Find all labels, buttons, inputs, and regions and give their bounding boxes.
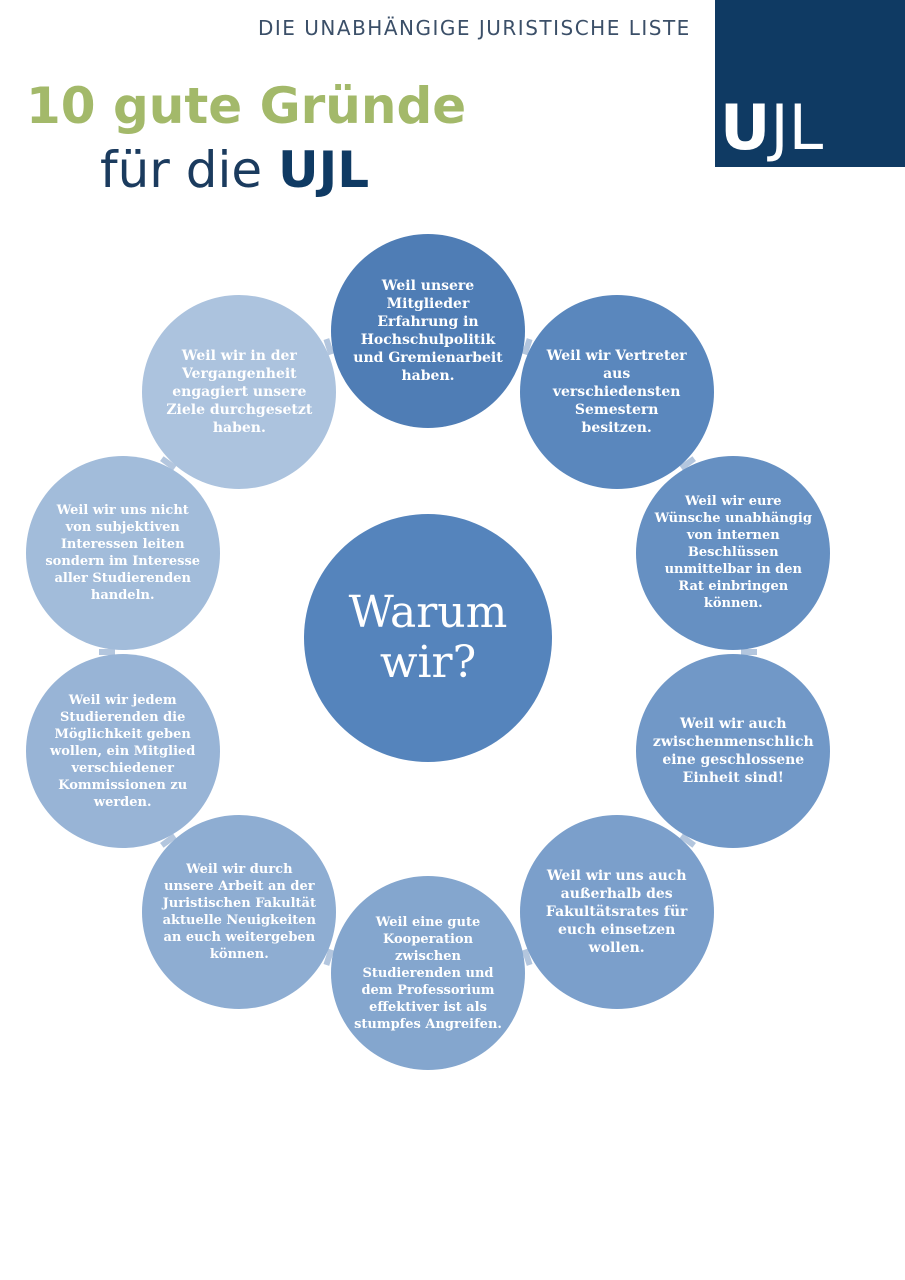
center-circle: Warum wir? <box>304 514 552 762</box>
reason-circle: Weil wir in der Vergangenheit engagiert … <box>142 295 337 490</box>
center-text: Warum wir? <box>348 587 508 688</box>
headline-subtitle: für die UJL <box>100 140 369 200</box>
reason-circle: Weil wir uns auch außerhalb des Fakultät… <box>519 814 714 1009</box>
logo-jl: JL <box>770 91 824 164</box>
reason-text: Weil wir eure Wünsche unabhängig von int… <box>654 494 812 612</box>
headline-title: 10 gute Gründe <box>26 77 467 135</box>
ujl-logo <box>715 0 905 167</box>
reason-circle: Weil unsere Mitglieder Erfahrung in Hoch… <box>331 234 525 428</box>
connector-arrow <box>160 833 177 848</box>
connector-arrow <box>741 649 757 655</box>
connector-arrow <box>521 338 533 356</box>
reason-circle: Weil wir uns nicht von subjektiven Inter… <box>25 455 220 650</box>
reason-text: Weil wir in der Vergangenheit engagiert … <box>166 348 313 437</box>
reason-circle: Weil wir durch unsere Arbeit an der Juri… <box>142 814 337 1009</box>
reason-text: Weil wir auch zwischenmenschlich eine ge… <box>652 716 814 787</box>
reason-circle: Weil wir eure Wünsche unabhängig von int… <box>636 455 831 650</box>
reason-text: Weil eine gute Kooperation zwischen Stud… <box>354 914 502 1032</box>
connector-arrow <box>521 948 533 966</box>
reason-circle: Weil wir jedem Studierenden die Möglichk… <box>25 654 220 849</box>
reason-text: Weil wir Vertreter aus verschiedensten S… <box>546 348 687 437</box>
headline-subtitle-prefix: für die <box>100 141 279 199</box>
connector-arrow <box>679 456 696 471</box>
reason-text: Weil wir uns nicht von subjektiven Inter… <box>45 502 201 603</box>
reason-text: Weil wir durch unsere Arbeit an der Juri… <box>162 861 317 962</box>
reason-text: Weil wir uns auch außerhalb des Fakultät… <box>545 867 688 956</box>
connector-arrow <box>323 948 335 966</box>
logo-u: U <box>720 91 771 164</box>
reason-circle: Weil wir auch zwischenmenschlich eine ge… <box>636 654 831 849</box>
connector-arrow <box>160 456 177 471</box>
tagline: DIE UNABHÄNGIGE JURISTISCHE LISTE <box>258 16 691 40</box>
reason-text: Weil wir jedem Studierenden die Möglichk… <box>50 692 196 810</box>
connector-arrow <box>679 833 696 848</box>
connector-arrow <box>323 338 335 356</box>
headline-subtitle-brand: UJL <box>278 141 370 199</box>
ujl-logo-lettering: UJL <box>720 92 840 164</box>
reason-circle: Weil eine gute Kooperation zwischen Stud… <box>331 876 525 1070</box>
connector-arrow <box>99 649 115 655</box>
reason-circle: Weil wir Vertreter aus verschiedensten S… <box>519 295 714 490</box>
reason-text: Weil unsere Mitglieder Erfahrung in Hoch… <box>353 278 503 384</box>
